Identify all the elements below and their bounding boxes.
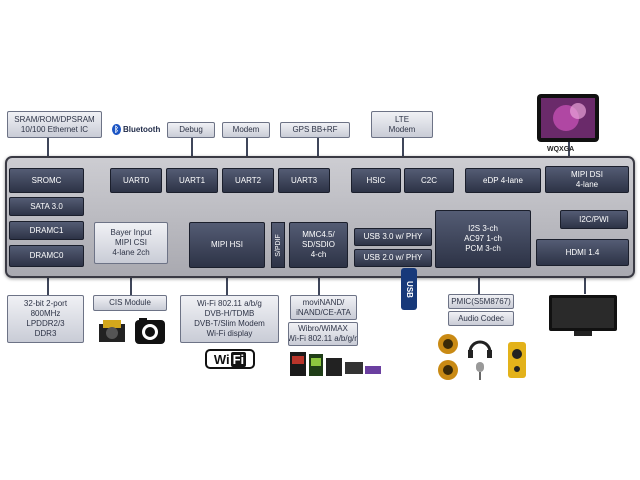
tv-icon [548, 294, 618, 338]
sromc-label: SROMC [32, 176, 62, 186]
mmc-line-1: MMC4.5/ [302, 230, 334, 240]
bayer-line-3: 4-lane 2ch [112, 248, 149, 258]
wibro-line-2: Wi-Fi 802.11 a/b/g/n [288, 334, 358, 344]
lte-line-2: Modem [389, 125, 416, 135]
memory-cards-icon [288, 350, 383, 380]
hdmi-label: HDMI 1.4 [566, 248, 600, 258]
uart1-label: UART1 [179, 176, 205, 186]
memory-line-3: LPDDR2/3 [26, 319, 64, 329]
bluetooth-icon: ᛒ [112, 124, 121, 135]
edp-label: eDP 4-lane [483, 176, 523, 186]
movinand-line-2: iNAND/CE-ATA [296, 308, 351, 318]
usb-logo-label: USB [405, 281, 414, 298]
hsic-label: HSIC [366, 176, 385, 186]
edp-block: eDP 4-lane [465, 168, 541, 193]
dramc1-block: DRAMC1 [9, 221, 84, 240]
memory-line-4: DDR3 [35, 329, 57, 339]
uart3-block: UART3 [278, 168, 330, 193]
bayer-line-2: MIPI CSI [115, 238, 147, 248]
debug-block: Debug [167, 122, 215, 138]
i2c-pwi-label: I2C/PWI [579, 215, 609, 225]
pmic-label: PMIC(S5M8767) [451, 297, 511, 307]
wifi-modem-block: Wi-Fi 802.11 a/b/g DVB-H/TDMB DVB-T/Slim… [180, 295, 279, 343]
c2c-block: C2C [404, 168, 454, 193]
wqxga-label: WQXGA [547, 146, 574, 153]
modem-label: Modem [233, 125, 260, 135]
wifi-logo: Wi Fi [205, 349, 255, 369]
modem-block: Modem [222, 122, 270, 138]
audio-codec-block: Audio Codec [448, 311, 514, 326]
wibro-block: Wibro/WiMAX Wi-Fi 802.11 a/b/g/n [288, 322, 358, 346]
i2s-line-3: PCM 3-ch [465, 244, 501, 254]
mipi-hsi-label: MIPI HSI [211, 240, 243, 250]
audio-accessories-icon [436, 332, 532, 382]
usb2-block: USB 2.0 w/ PHY [354, 249, 432, 267]
wifi-line-3: DVB-T/Slim Modem [194, 319, 265, 329]
mmc-line-3: 4-ch [311, 250, 327, 260]
lte-line-1: LTE [395, 115, 409, 125]
uart0-label: UART0 [123, 176, 149, 186]
lte-modem-block: LTE Modem [371, 111, 433, 138]
sata-label: SATA 3.0 [30, 202, 63, 212]
usb-logo: USB [401, 268, 417, 310]
hdmi-block: HDMI 1.4 [536, 239, 629, 266]
memory-block: 32-bit 2-port 800MHz LPDDR2/3 DDR3 [7, 295, 84, 343]
uart0-block: UART0 [110, 168, 162, 193]
cis-module-block: CIS Module [93, 295, 167, 311]
wifi-line-2: DVB-H/TDMB [205, 309, 255, 319]
hsic-block: HSIC [351, 168, 401, 193]
debug-label: Debug [179, 125, 203, 135]
uart2-label: UART2 [235, 176, 261, 186]
uart2-block: UART2 [222, 168, 274, 193]
sromc-block: SROMC [9, 168, 84, 193]
mmc-line-2: SD/SDIO [302, 240, 335, 250]
wifi-logo-wi: Wi [214, 352, 230, 367]
dramc1-label: DRAMC1 [30, 226, 64, 236]
sram-line-1: SRAM/ROM/DPSRAM [14, 115, 94, 125]
sram-ethernet-block: SRAM/ROM/DPSRAM 10/100 Ethernet IC [7, 111, 102, 138]
wifi-line-4: Wi-Fi display [207, 329, 253, 339]
audio-codec-label: Audio Codec [458, 314, 504, 324]
cis-label: CIS Module [109, 298, 151, 308]
movinand-block: moviNAND/ iNAND/CE-ATA [290, 295, 357, 320]
tablet-display-icon [536, 93, 600, 143]
dramc0-block: DRAMC0 [9, 245, 84, 267]
usb2-label: USB 2.0 w/ PHY [364, 253, 423, 263]
memory-line-2: 800MHz [31, 309, 61, 319]
uart3-label: UART3 [291, 176, 317, 186]
wifi-line-1: Wi-Fi 802.11 a/b/g [197, 299, 262, 309]
dramc0-label: DRAMC0 [30, 251, 64, 261]
mipi-dsi-block: MIPI DSI 4-lane [545, 166, 629, 193]
spdif-label: S/PDIF [275, 234, 282, 257]
mipi-dsi-line-2: 4-lane [576, 180, 598, 190]
usb3-block: USB 3.0 w/ PHY [354, 228, 432, 246]
i2s-line-1: I2S 3-ch [468, 224, 498, 234]
gps-block: GPS BB+RF [280, 122, 350, 138]
movinand-line-1: moviNAND/ [303, 298, 345, 308]
bluetooth-label: Bluetooth [123, 125, 160, 134]
usb3-label: USB 3.0 w/ PHY [364, 232, 423, 242]
mipi-hsi-block: MIPI HSI [189, 222, 265, 268]
c2c-label: C2C [421, 176, 437, 186]
sram-line-2: 10/100 Ethernet IC [21, 125, 88, 135]
sata-block: SATA 3.0 [9, 197, 84, 216]
spdif-block: S/PDIF [271, 222, 285, 268]
wifi-logo-fi: Fi [231, 352, 247, 367]
mmc-block: MMC4.5/ SD/SDIO 4-ch [289, 222, 348, 268]
wibro-line-1: Wibro/WiMAX [298, 324, 348, 334]
i2c-pwi-block: I2C/PWI [560, 210, 628, 229]
i2s-line-2: AC97 1-ch [464, 234, 502, 244]
gps-label: GPS BB+RF [292, 125, 337, 135]
memory-line-1: 32-bit 2-port [24, 299, 67, 309]
uart1-block: UART1 [166, 168, 218, 193]
bluetooth-logo: ᛒ Bluetooth [112, 124, 160, 135]
bayer-input-block: Bayer Input MIPI CSI 4-lane 2ch [94, 222, 168, 264]
pmic-block: PMIC(S5M8767) [448, 294, 514, 309]
i2s-block: I2S 3-ch AC97 1-ch PCM 3-ch [435, 210, 531, 268]
bayer-line-1: Bayer Input [111, 228, 152, 238]
camera-module-icon [97, 316, 169, 346]
mipi-dsi-line-1: MIPI DSI [571, 170, 603, 180]
